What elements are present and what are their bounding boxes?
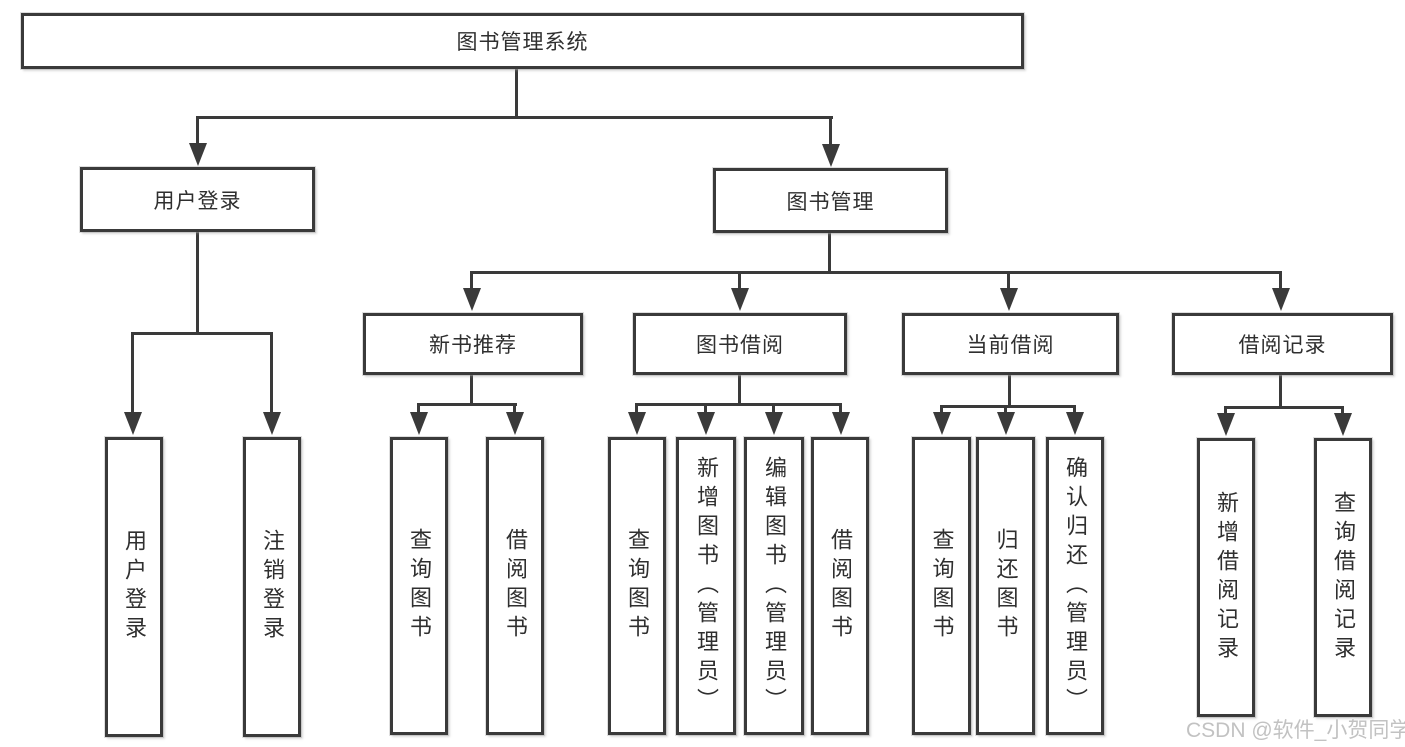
- leaf-add-book-admin: 新增图书（管理员）: [676, 437, 736, 735]
- connector-line: [828, 231, 831, 274]
- node-root: 图书管理系统: [21, 13, 1024, 69]
- leaf-confirm-return-admin: 确认归还（管理员）: [1046, 437, 1104, 735]
- connector-line: [1341, 406, 1344, 416]
- arrow-down-icon: [731, 288, 749, 311]
- arrow-down-icon: [765, 412, 783, 435]
- connector-line: [1224, 406, 1227, 416]
- connector-line: [470, 271, 1282, 274]
- connector-line: [738, 271, 741, 288]
- arrow-down-icon: [124, 412, 142, 435]
- leaf-borrow-books-1: 借阅图书: [486, 437, 544, 735]
- leaf-return-book: 归还图书: [976, 437, 1035, 735]
- connector-line: [1279, 373, 1282, 407]
- connector-line: [635, 403, 842, 406]
- connector-line: [196, 116, 199, 146]
- node-new-book-recommend-label: 新书推荐: [429, 334, 517, 357]
- arrow-down-icon: [997, 412, 1015, 435]
- connector-line: [772, 403, 775, 415]
- node-user-login-label: 用户登录: [153, 189, 242, 213]
- leaf-query-books-2-label: 查询图书: [625, 528, 650, 644]
- connector-line: [417, 403, 420, 415]
- node-user-login: 用户登录: [80, 167, 315, 232]
- node-book-borrowing: 图书借阅: [633, 313, 847, 375]
- leaf-edit-book-admin-label: 编辑图书（管理员）: [762, 455, 787, 717]
- leaf-borrow-books-2-label: 借阅图书: [828, 528, 853, 644]
- leaf-edit-book-admin: 编辑图书（管理员）: [744, 437, 804, 735]
- connector-line: [1073, 405, 1076, 415]
- leaf-query-books-3: 查询图书: [912, 437, 971, 735]
- connector-line: [704, 403, 707, 415]
- leaf-logout: 注销登录: [243, 437, 301, 737]
- connector-line: [196, 230, 199, 334]
- leaf-borrow-books-2: 借阅图书: [811, 437, 869, 735]
- connector-line: [131, 332, 273, 335]
- connector-line: [270, 332, 273, 412]
- node-new-book-recommend: 新书推荐: [363, 313, 583, 375]
- watermark: CSDN @软件_小贺同学: [1186, 719, 1405, 742]
- arrow-down-icon: [189, 143, 207, 166]
- node-book-management: 图书管理: [713, 168, 948, 233]
- connector-line: [940, 405, 943, 415]
- connector-line: [131, 332, 134, 412]
- arrow-down-icon: [1217, 413, 1235, 436]
- leaf-query-books-3-label: 查询图书: [929, 528, 955, 644]
- leaf-query-borrow-record: 查询借阅记录: [1314, 438, 1372, 717]
- connector-line: [515, 67, 518, 119]
- arrow-down-icon: [463, 288, 481, 311]
- node-book-borrowing-label: 图书借阅: [696, 334, 784, 357]
- node-root-label: 图书管理系统: [456, 31, 589, 54]
- arrow-down-icon: [506, 412, 524, 435]
- arrow-down-icon: [933, 412, 951, 435]
- leaf-query-books-2: 查询图书: [608, 437, 666, 735]
- arrow-down-icon: [628, 412, 646, 435]
- leaf-add-borrow-record-label: 新增借阅记录: [1214, 490, 1239, 665]
- arrow-down-icon: [822, 144, 840, 167]
- connector-line: [738, 373, 741, 405]
- node-borrow-records-label: 借阅记录: [1238, 334, 1327, 357]
- leaf-borrow-books-1-label: 借阅图书: [503, 528, 528, 644]
- arrow-down-icon: [1272, 288, 1290, 311]
- leaf-query-books-1-label: 查询图书: [407, 528, 432, 644]
- arrow-down-icon: [697, 412, 715, 435]
- connector-line: [829, 116, 832, 146]
- arrow-down-icon: [410, 412, 428, 435]
- arrow-down-icon: [1066, 412, 1084, 435]
- arrow-down-icon: [1000, 288, 1018, 311]
- node-book-management-label: 图书管理: [786, 190, 875, 214]
- connector-line: [513, 403, 516, 415]
- leaf-return-book-label: 归还图书: [993, 528, 1019, 644]
- leaf-user-login: 用户登录: [105, 437, 163, 737]
- connector-line: [839, 403, 842, 415]
- node-current-borrowing-label: 当前借阅: [966, 334, 1055, 357]
- leaf-user-login-label: 用户登录: [122, 529, 147, 645]
- leaf-add-borrow-record: 新增借阅记录: [1197, 438, 1255, 717]
- connector-line: [1004, 405, 1007, 415]
- leaf-query-borrow-record-label: 查询借阅记录: [1331, 490, 1356, 665]
- node-current-borrowing: 当前借阅: [902, 313, 1119, 375]
- connector-line: [1007, 271, 1010, 288]
- connector-line: [196, 116, 833, 119]
- leaf-query-books-1: 查询图书: [390, 437, 448, 735]
- connector-line: [470, 373, 473, 405]
- arrow-down-icon: [832, 412, 850, 435]
- connector-line: [1279, 271, 1282, 288]
- connector-line: [470, 271, 473, 288]
- connector-line: [940, 405, 1076, 408]
- connector-line: [635, 403, 638, 415]
- leaf-confirm-return-admin-label: 确认归还（管理员）: [1063, 455, 1088, 717]
- connector-line: [1224, 406, 1344, 409]
- arrow-down-icon: [1334, 413, 1352, 436]
- leaf-logout-label: 注销登录: [260, 529, 285, 645]
- connector-line: [417, 403, 517, 406]
- node-borrow-records: 借阅记录: [1172, 313, 1393, 375]
- connector-line: [1008, 373, 1011, 407]
- arrow-down-icon: [263, 412, 281, 435]
- leaf-add-book-admin-label: 新增图书（管理员）: [694, 455, 719, 717]
